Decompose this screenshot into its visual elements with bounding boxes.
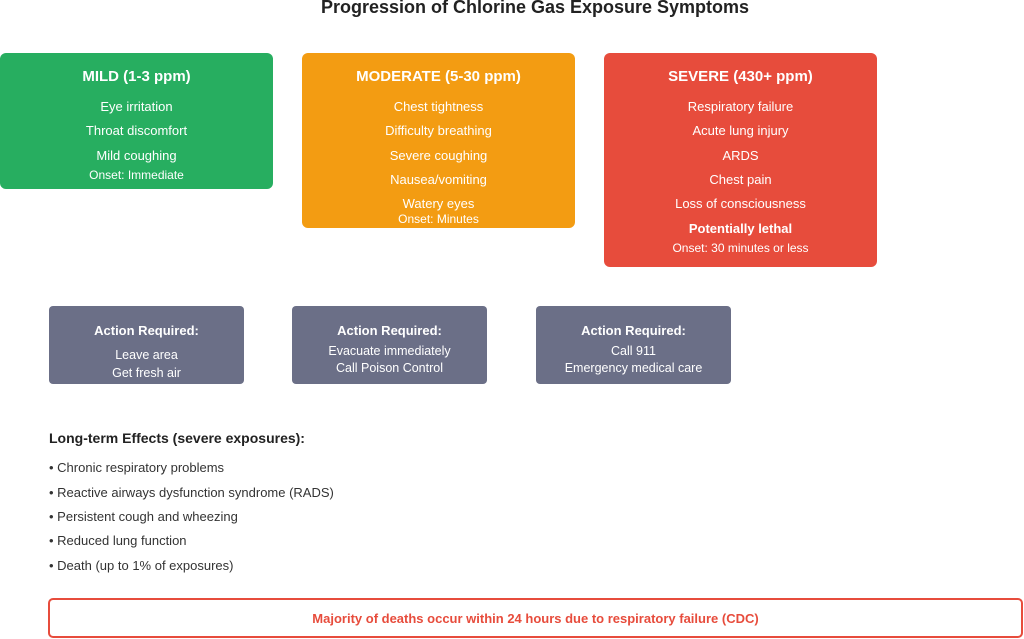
moderate-symptom: Watery eyes — [402, 196, 475, 211]
action-heading: Action Required: — [94, 323, 199, 338]
cdc-warning-banner: Majority of deaths occur within 24 hours… — [48, 598, 1023, 638]
severe-symptom: Loss of consciousness — [675, 196, 806, 211]
severe-symptom: Respiratory failure — [687, 99, 794, 114]
severe-action-box: Action Required: Call 911 Emergency medi… — [536, 306, 731, 384]
mild-symptom: Mild coughing — [96, 148, 177, 163]
moderate-level-box: MODERATE (5-30 ppm) Chest tightness Diff… — [302, 53, 575, 228]
moderate-onset: Onset: Minutes — [398, 212, 479, 226]
severe-onset: Onset: 30 minutes or less — [672, 241, 809, 255]
action-line: Evacuate immediately — [328, 344, 451, 358]
severe-warning: Potentially lethal — [688, 221, 793, 236]
action-heading: Action Required: — [581, 323, 686, 338]
mild-symptom: Eye irritation — [100, 99, 173, 114]
long-term-item: • Reduced lung function — [49, 533, 187, 548]
mild-symptom: Throat discomfort — [85, 123, 188, 138]
moderate-symptom: Nausea/vomiting — [390, 172, 487, 187]
action-line: Call Poison Control — [336, 361, 443, 375]
action-line: Call 911 — [611, 344, 656, 358]
severe-symptom: Chest pain — [709, 172, 772, 187]
moderate-heading: MODERATE (5-30 ppm) — [356, 68, 521, 85]
long-term-item: • Persistent cough and wheezing — [49, 509, 238, 524]
moderate-symptom: Severe coughing — [389, 148, 488, 163]
long-term-item: • Reactive airways dysfunction syndrome … — [49, 485, 334, 500]
long-term-item: • Death (up to 1% of exposures) — [49, 558, 234, 573]
severe-symptom: ARDS — [722, 148, 759, 163]
moderate-symptom: Difficulty breathing — [385, 123, 492, 138]
action-heading: Action Required: — [337, 323, 442, 338]
severe-heading: SEVERE (430+ ppm) — [668, 68, 813, 85]
moderate-symptom: Chest tightness — [393, 99, 484, 114]
mild-heading: MILD (1-3 ppm) — [82, 68, 191, 85]
action-line: Get fresh air — [112, 366, 181, 380]
action-line: Leave area — [115, 348, 178, 362]
severe-level-box: SEVERE (430+ ppm) Respiratory failure Ac… — [604, 53, 877, 267]
mild-onset: Onset: Immediate — [89, 168, 184, 182]
diagram-title: Progression of Chlorine Gas Exposure Sym… — [320, 0, 750, 17]
severe-symptom: Acute lung injury — [692, 123, 789, 138]
banner-text: Majority of deaths occur within 24 hours… — [312, 611, 759, 626]
mild-action-box: Action Required: Leave area Get fresh ai… — [49, 306, 244, 384]
mild-level-box: MILD (1-3 ppm) Eye irritation Throat dis… — [0, 53, 273, 189]
moderate-action-box: Action Required: Evacuate immediately Ca… — [292, 306, 487, 384]
action-line: Emergency medical care — [564, 361, 703, 375]
long-term-item: • Chronic respiratory problems — [49, 460, 225, 475]
long-term-title: Long-term Effects (severe exposures): — [49, 430, 305, 446]
